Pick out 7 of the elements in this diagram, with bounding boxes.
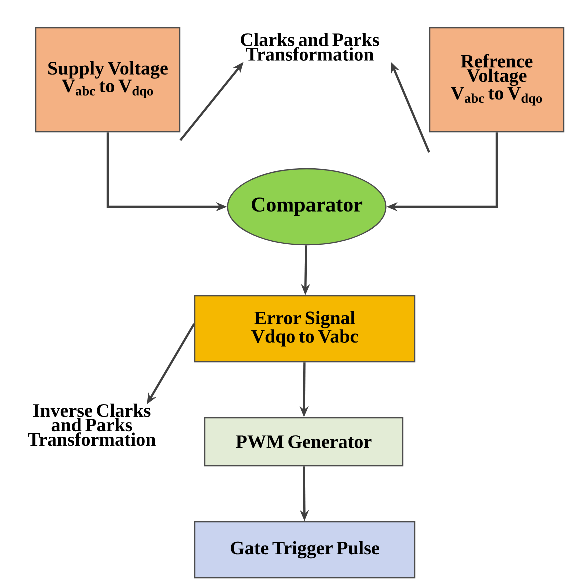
process-box: Refrence Voltage V$_{abc}$ to V$_{dqo}$	[429, 27, 565, 133]
annotation-text: Inverse Clarks and Parks Transformation	[28, 404, 156, 446]
process-box: Error Signal Vdqo to Vabc	[194, 295, 416, 363]
process-box: PWM Generator	[204, 417, 404, 467]
annotation-text: Clarks and Parks Transformation	[241, 33, 380, 61]
process-box: Supply Voltage V$_{abc}$ to V$_{dqo}$	[35, 27, 181, 133]
process-box: Gate Trigger Pulse	[194, 521, 416, 579]
